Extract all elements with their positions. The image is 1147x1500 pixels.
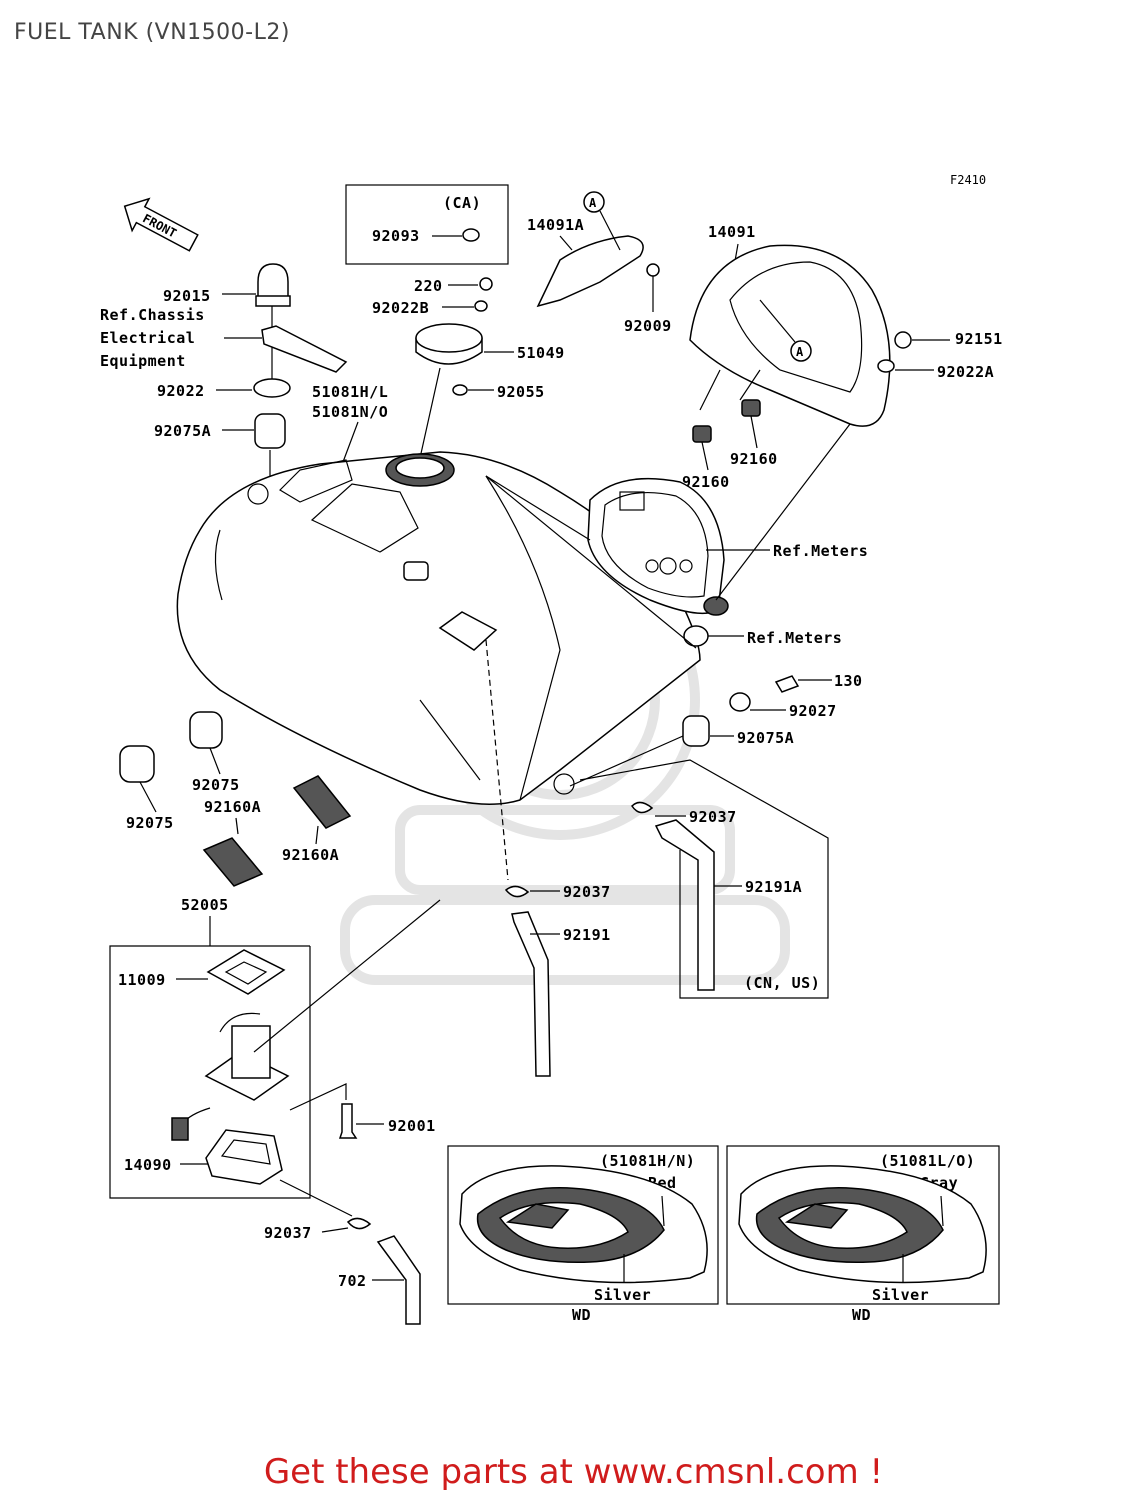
- variant-1-color-bottom: Silver: [594, 1286, 651, 1304]
- part-meter-grommet: [683, 625, 709, 647]
- ref-chassis-line3: Equipment: [100, 352, 186, 370]
- part-92037-clamp-mid: [504, 885, 530, 898]
- page-title: FUEL TANK (VN1500-L2): [14, 20, 290, 45]
- part-92160-grommet-right: [741, 399, 761, 417]
- label-11009: 11009: [118, 971, 166, 989]
- variant-2-market: WD: [852, 1306, 871, 1324]
- label-92027: 92027: [789, 702, 837, 720]
- part-bracket-stay: [261, 325, 348, 373]
- label-92160A-a: 92160A: [204, 798, 261, 816]
- part-92151-bolt: [894, 331, 912, 349]
- part-92075-grommet-a: [189, 711, 223, 749]
- part-130-bolt: [774, 675, 800, 693]
- part-92075A-grommet-right: [682, 715, 710, 747]
- label-52005: 52005: [181, 896, 229, 914]
- label-92037-bottom: 92037: [264, 1224, 312, 1242]
- part-fuel-tank: [176, 451, 701, 805]
- label-92055: 92055: [497, 383, 545, 401]
- label-92015: 92015: [163, 287, 211, 305]
- variant-2-color-bottom: Silver: [872, 1286, 929, 1304]
- label-92075A-right: 92075A: [737, 729, 794, 747]
- part-92022A-washer: [877, 359, 895, 373]
- part-92001-bolt: [338, 1103, 358, 1139]
- part-92055-oring: [452, 384, 468, 396]
- label-92037-mid: 92037: [563, 883, 611, 901]
- part-14091A-cover: [536, 235, 644, 308]
- label-702: 702: [338, 1272, 367, 1290]
- part-220-screw: [479, 277, 493, 291]
- label-51049: 51049: [517, 344, 565, 362]
- callout-A-top-label: A: [589, 196, 597, 210]
- fuel-pump-assy-box: [109, 945, 311, 1199]
- label-92160A-b: 92160A: [282, 846, 339, 864]
- part-92075A-grommet-left: [254, 413, 286, 449]
- parts-diagram: F2410 FRONT (CA) 92093 92015 Ref.Chassis…: [100, 173, 1003, 1325]
- label-92160-right: 92160: [730, 450, 778, 468]
- label-92022A: 92022A: [937, 363, 994, 381]
- label-92093: 92093: [372, 227, 420, 245]
- part-92160A-damper-b: [292, 775, 352, 829]
- label-92075-b: 92075: [126, 814, 174, 832]
- label-92001: 92001: [388, 1117, 436, 1135]
- label-220: 220: [414, 277, 443, 295]
- part-fuel-pump-gasket-seat: [438, 611, 498, 651]
- label-92009: 92009: [624, 317, 672, 335]
- part-speedometer: [587, 477, 729, 616]
- label-92191A: 92191A: [745, 878, 802, 896]
- part-92075-grommet-b: [119, 745, 155, 783]
- label-130: 130: [834, 672, 863, 690]
- variant-2-code: (51081L/O): [880, 1152, 975, 1170]
- variant-panel-1: (51081H/N) Red Silver WD: [447, 1145, 719, 1324]
- part-92191-hose: [511, 911, 551, 1077]
- part-92022-washer: [253, 378, 291, 398]
- label-14090: 14090: [124, 1156, 172, 1174]
- part-92191A-hose: [654, 819, 715, 991]
- part-14090-cover: [205, 1129, 283, 1185]
- ca-variant-box: [345, 184, 509, 265]
- ref-meters-label-1: Ref.Meters: [773, 542, 868, 560]
- label-92191: 92191: [563, 926, 611, 944]
- front-arrow-icon: FRONT: [123, 197, 199, 252]
- part-92160A-damper-a: [202, 837, 264, 887]
- part-702-hose: [376, 1235, 421, 1325]
- part-11009-gasket: [206, 949, 286, 995]
- variant-1-market: WD: [572, 1306, 591, 1324]
- part-92037-clamp-right: [631, 801, 654, 814]
- part-92093-nut: [462, 228, 480, 242]
- label-14091A: 14091A: [527, 216, 584, 234]
- callout-A-top: [583, 191, 605, 213]
- label-92075-a: 92075: [192, 776, 240, 794]
- label-51081NO: 51081N/O: [312, 403, 388, 421]
- label-92037-right: 92037: [689, 808, 737, 826]
- part-92009-screw: [646, 263, 660, 277]
- label-92075A-left: 92075A: [154, 422, 211, 440]
- figure-code: F2410: [950, 173, 986, 187]
- label-92022B: 92022B: [372, 299, 429, 317]
- ref-meters-label-2: Ref.Meters: [747, 629, 842, 647]
- variant-1-code: (51081H/N): [600, 1152, 695, 1170]
- label-14091: 14091: [708, 223, 756, 241]
- cn-us-label: (CN, US): [744, 974, 820, 992]
- label-92022: 92022: [157, 382, 205, 400]
- part-92037-clamp-bottom: [346, 1217, 372, 1230]
- footer-link[interactable]: Get these parts at www.cmsnl.com !: [263, 1452, 884, 1492]
- ref-chassis-line2: Electrical: [100, 329, 195, 347]
- label-51081HL: 51081H/L: [312, 383, 388, 401]
- label-92151: 92151: [955, 330, 1003, 348]
- callout-A-mid: [790, 340, 812, 362]
- ca-label: (CA): [443, 194, 481, 212]
- ref-chassis-line1: Ref.Chassis: [100, 306, 205, 324]
- part-92015-acorn-nut: [257, 263, 289, 301]
- part-92022B-washer: [474, 300, 488, 312]
- variant-panel-2: (51081L/O) Gray Silver WD: [726, 1145, 1000, 1324]
- label-92160-left: 92160: [682, 473, 730, 491]
- part-92160-grommet-left: [692, 425, 712, 443]
- callout-A-mid-label: A: [796, 345, 804, 359]
- part-92027-collar: [729, 692, 751, 712]
